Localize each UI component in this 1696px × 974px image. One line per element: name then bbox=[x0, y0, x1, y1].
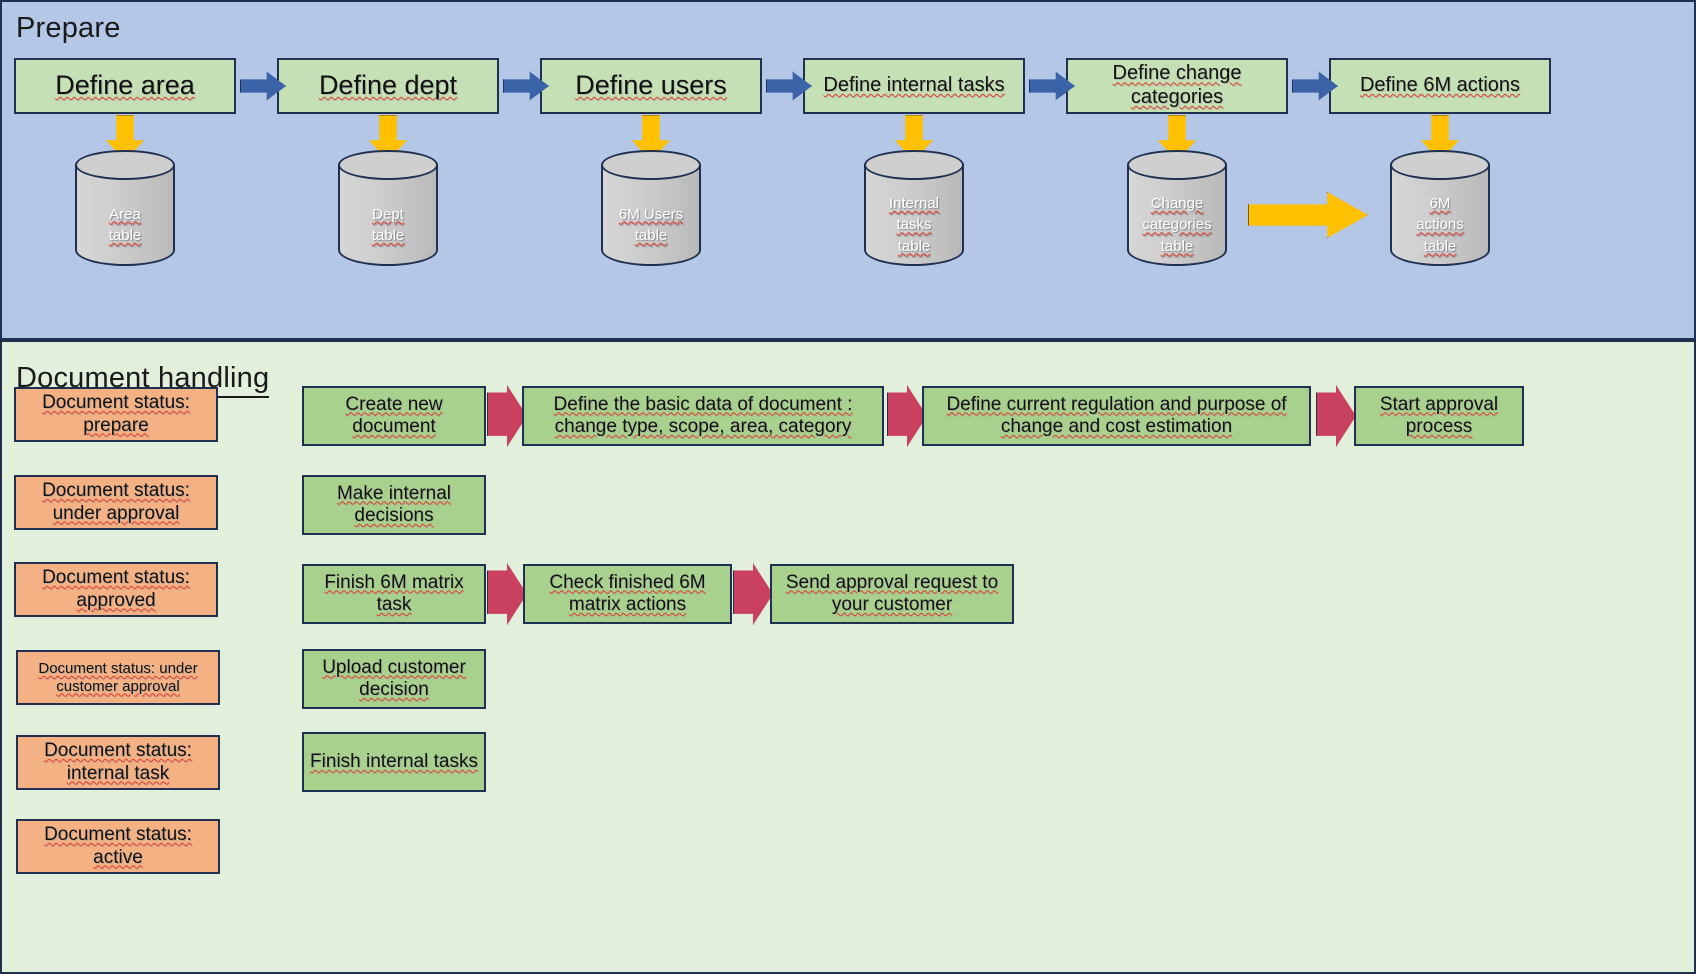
process-box-define-dept[interactable]: Define dept bbox=[277, 58, 499, 114]
database-cylinder-change-categories-table: Change categories table bbox=[1127, 150, 1227, 280]
process-label: Define area bbox=[55, 70, 195, 101]
process-box-finish-6m-matrix-task[interactable]: Finish 6M matrix task bbox=[302, 564, 486, 624]
process-label: Finish internal tasks bbox=[310, 750, 478, 772]
process-box-define-6m-actions[interactable]: Define 6M actions bbox=[1329, 58, 1551, 114]
cylinder-top-ellipse bbox=[864, 150, 964, 180]
cylinder-label-line: Internal bbox=[888, 195, 940, 213]
status-label: Document status: under customer approval bbox=[38, 659, 198, 695]
status-label: Document status: active bbox=[44, 824, 192, 868]
cylinder-label-line: table bbox=[371, 227, 405, 244]
cylinder-body bbox=[601, 164, 701, 266]
cylinder-label-line: Dept bbox=[372, 205, 404, 223]
cylinder-top-ellipse bbox=[75, 150, 175, 180]
process-box-define-internal-tasks[interactable]: Define internal tasks bbox=[803, 58, 1025, 114]
cylinder-body bbox=[1390, 164, 1490, 266]
cylinder-label-line: 6M bbox=[1429, 195, 1451, 213]
process-label: Check finished 6M matrix actions bbox=[549, 571, 706, 615]
process-box-start-approval-process[interactable]: Start approval process bbox=[1354, 386, 1524, 446]
process-box-create-new-document[interactable]: Create new document bbox=[302, 386, 486, 446]
cylinder-label-line: table bbox=[634, 227, 668, 244]
cylinder-label: 6M Users table bbox=[601, 180, 701, 270]
status-box-under-approval[interactable]: Document status: under approval bbox=[14, 475, 218, 530]
cylinder-top-ellipse bbox=[338, 150, 438, 180]
cylinder-label-line: table bbox=[108, 227, 142, 244]
cylinder-label-line: 6M Users bbox=[618, 205, 684, 223]
cylinder-label-line: tasks bbox=[896, 216, 932, 234]
cylinder-label: Area table bbox=[75, 180, 175, 270]
cylinder-body bbox=[338, 164, 438, 266]
process-label: Define users bbox=[575, 70, 727, 101]
arrow-red-right-r3-1 bbox=[487, 563, 527, 625]
status-label: Document status: internal task bbox=[44, 740, 192, 784]
status-label: Document status: under approval bbox=[42, 480, 190, 524]
cylinder-label-line: actions bbox=[1416, 216, 1464, 234]
database-cylinder-internal-tasks-table: Internal tasks table bbox=[864, 150, 964, 280]
cylinder-label-line: table bbox=[1423, 237, 1457, 255]
process-label: Start approval process bbox=[1379, 393, 1499, 437]
arrow-yellow-right-categories-to-actions bbox=[1248, 192, 1368, 238]
status-box-under-customer-approval[interactable]: Document status: under customer approval bbox=[16, 650, 220, 705]
cylinder-label-line: categories bbox=[1142, 216, 1212, 234]
status-box-active[interactable]: Document status: active bbox=[16, 819, 220, 874]
process-label: Create new document bbox=[345, 393, 443, 437]
process-box-check-finished-6m-matrix-actions[interactable]: Check finished 6M matrix actions bbox=[523, 564, 732, 624]
cylinder-label-line: table bbox=[897, 237, 931, 255]
process-box-upload-customer-decision[interactable]: Upload customer decision bbox=[302, 649, 486, 709]
process-box-define-change-categories[interactable]: Define change categories bbox=[1066, 58, 1288, 114]
cylinder-label: Internal tasks table bbox=[864, 180, 964, 270]
process-box-define-users[interactable]: Define users bbox=[540, 58, 762, 114]
cylinder-label-line: Change bbox=[1150, 195, 1204, 213]
process-box-send-approval-request[interactable]: Send approval request to your customer bbox=[770, 564, 1014, 624]
process-label: Make internal decisions bbox=[336, 482, 452, 526]
process-label: Define change categories bbox=[1112, 62, 1242, 108]
process-label: Upload customer decision bbox=[322, 656, 466, 700]
process-label: Define dept bbox=[318, 70, 458, 101]
arrow-red-right-r1-2 bbox=[887, 385, 927, 447]
cylinder-label: Dept table bbox=[338, 180, 438, 270]
document-handling-section: Document handling Document status: prepa… bbox=[0, 340, 1696, 974]
status-label: Document status: prepare bbox=[42, 392, 190, 436]
cylinder-top-ellipse bbox=[1127, 150, 1227, 180]
status-box-approved[interactable]: Document status: approved bbox=[14, 562, 218, 617]
process-label: Send approval request to your customer bbox=[785, 571, 999, 615]
cylinder-label: Change categories table bbox=[1127, 180, 1227, 270]
prepare-section: Prepare Define area Define dept Define u… bbox=[0, 0, 1696, 340]
process-label: Define 6M actions bbox=[1359, 74, 1521, 97]
process-box-define-current-regulation[interactable]: Define current regulation and purpose of… bbox=[922, 386, 1311, 446]
cylinder-label-line: Area bbox=[109, 205, 141, 223]
database-cylinder-area-table: Area table bbox=[75, 150, 175, 280]
cylinder-top-ellipse bbox=[601, 150, 701, 180]
cylinder-body bbox=[75, 164, 175, 266]
process-box-finish-internal-tasks[interactable]: Finish internal tasks bbox=[302, 732, 486, 792]
arrow-red-right-r1-1 bbox=[487, 385, 527, 447]
arrow-red-right-r1-3 bbox=[1316, 385, 1356, 447]
status-box-prepare[interactable]: Document status: prepare bbox=[14, 387, 218, 442]
status-box-internal-task[interactable]: Document status: internal task bbox=[16, 735, 220, 790]
cylinder-label: 6M actions table bbox=[1390, 180, 1490, 270]
process-box-define-area[interactable]: Define area bbox=[14, 58, 236, 114]
process-label: Define the basic data of document : chan… bbox=[553, 393, 853, 437]
process-label: Define current regulation and purpose of… bbox=[946, 393, 1287, 437]
cylinder-label-line: table bbox=[1160, 237, 1194, 255]
prepare-section-title: Prepare bbox=[16, 12, 121, 44]
database-cylinder-6m-users-table: 6M Users table bbox=[601, 150, 701, 280]
process-label: Finish 6M matrix task bbox=[324, 571, 464, 615]
database-cylinder-6m-actions-table: 6M actions table bbox=[1390, 150, 1490, 280]
cylinder-body bbox=[1127, 164, 1227, 266]
status-label: Document status: approved bbox=[42, 567, 190, 611]
process-box-define-basic-data[interactable]: Define the basic data of document : chan… bbox=[522, 386, 884, 446]
database-cylinder-dept-table: Dept table bbox=[338, 150, 438, 280]
cylinder-body bbox=[864, 164, 964, 266]
arrow-red-right-r3-2 bbox=[733, 563, 773, 625]
process-box-make-internal-decisions[interactable]: Make internal decisions bbox=[302, 475, 486, 535]
cylinder-top-ellipse bbox=[1390, 150, 1490, 180]
process-label: Define internal tasks bbox=[823, 74, 1005, 97]
